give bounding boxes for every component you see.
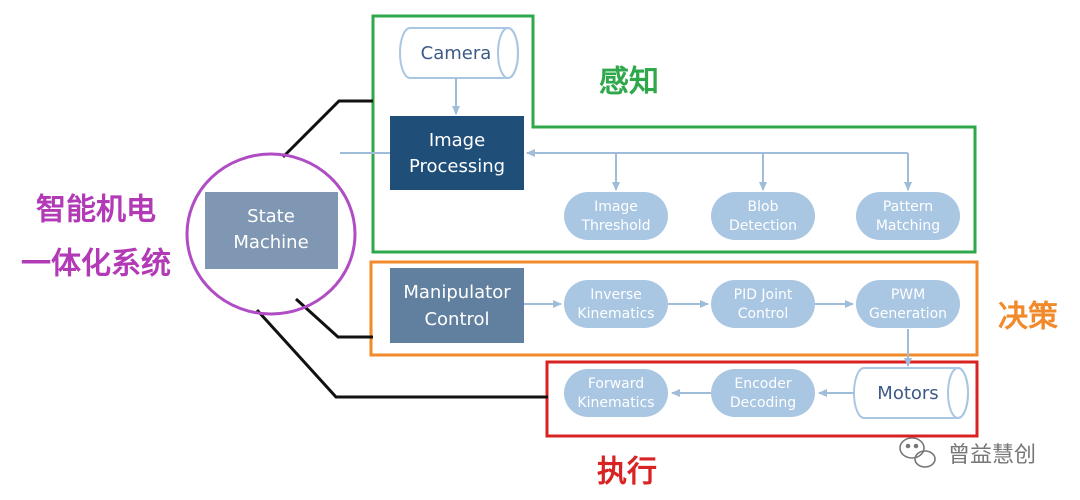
image-processing-label-2: Processing [409,156,505,177]
state-machine-label-2: Machine [233,232,308,253]
node-pwm-generation-2: Generation [869,306,947,322]
decision-arrows [524,300,912,367]
node-image-threshold-2: Threshold [581,218,651,234]
node-pid-joint-control-1: PID Joint [734,287,793,303]
node-blob-detection-2: Detection [729,218,797,234]
system-label-2: 一体化系统 [21,247,171,282]
node-blob-detection [711,192,815,240]
motors-node: Motors [853,367,969,419]
camera-label: Camera [421,43,492,64]
wechat-icon [899,437,936,468]
node-forward-kinematics-2: Kinematics [577,395,654,411]
node-forward-kinematics [564,369,668,417]
node-inverse-kinematics-1: Inverse [590,287,642,303]
system-connectors [255,99,548,399]
motors-label: Motors [877,383,938,404]
node-encoder-decoding-2: Decoding [730,395,796,411]
system-label-1: 智能机电 [36,193,156,228]
node-inverse-kinematics-2: Kinematics [577,306,654,322]
decision-frame [369,260,979,357]
node-pwm-generation [856,280,960,328]
image-processing-label-1: Image [429,130,485,151]
watermark-text: 曾益慧创 [948,443,1036,468]
execution-label: 执行 [597,455,657,490]
node-pattern-matching-1: Pattern [883,199,933,215]
node-encoder-decoding-1: Encoder [734,376,791,392]
manipulator-control-box [390,268,524,343]
perception-arrows [340,78,912,191]
connector-decision [294,297,373,339]
image-processing-box [390,116,524,190]
node-pid-joint-control [711,280,815,328]
state-machine-box [205,192,338,269]
decision-label: 决策 [998,300,1058,335]
node-image-threshold [564,192,668,240]
node-forward-kinematics-1: Forward [588,376,644,392]
node-pid-joint-control-2: Control [738,306,789,322]
execution-frame [545,360,979,438]
state-machine-label-1: State [247,206,295,227]
connector-perception [281,99,373,159]
connector-execution [255,308,548,399]
node-pattern-matching-2: Matching [876,218,940,234]
perception-label: 感知 [599,65,659,100]
node-pattern-matching [856,192,960,240]
manipulator-control-label-1: Manipulator [403,282,511,303]
system-ellipse [185,152,357,316]
camera-node: Camera [399,27,519,79]
node-inverse-kinematics [564,280,668,328]
node-pwm-generation-1: PWM [891,287,925,303]
node-encoder-decoding [711,369,815,417]
node-image-threshold-1: Image [594,199,638,215]
perception-frame [371,14,977,254]
manipulator-control-label-2: Control [424,309,489,330]
node-blob-detection-1: Blob [748,199,779,215]
